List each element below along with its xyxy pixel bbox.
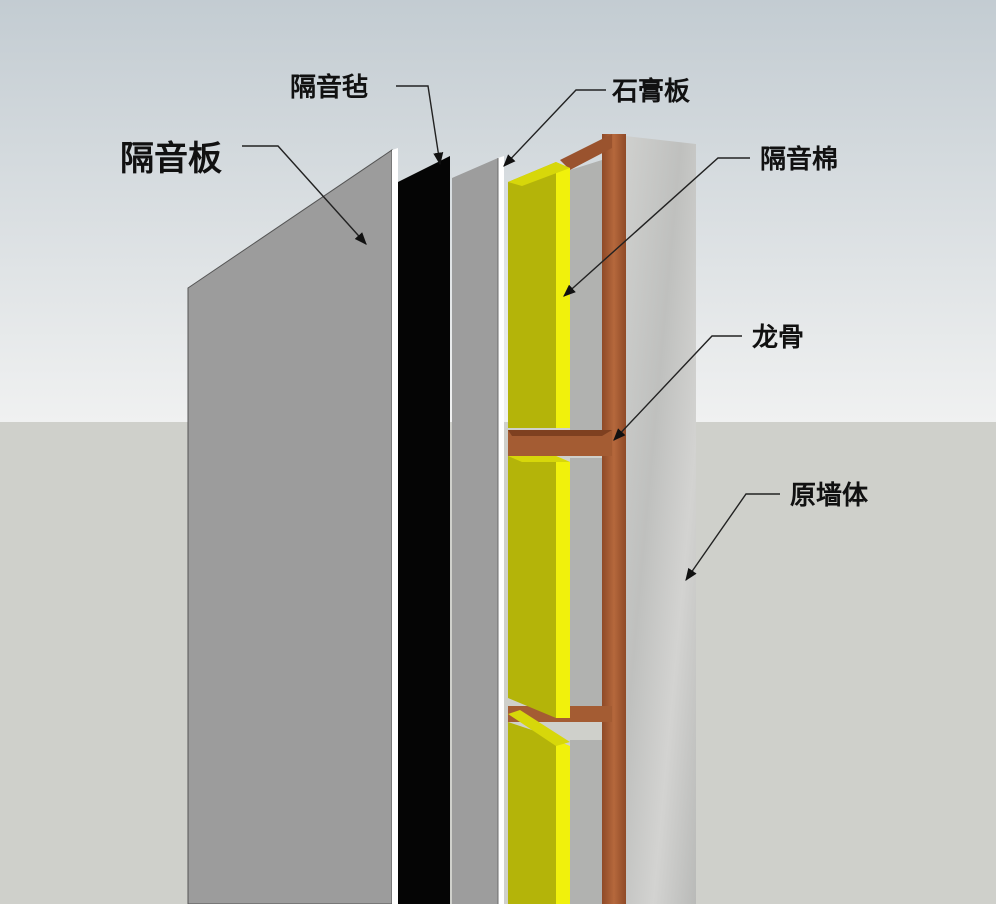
leader-soundproof-board [242,145,367,245]
leader-keel [613,335,742,441]
leader-soundproof-cotton [563,157,750,297]
label-soundproof-felt: 隔音毡 [290,72,368,103]
label-keel: 龙骨 [752,323,804,353]
label-original-wall: 原墙体 [790,481,869,511]
label-soundproof-board: 隔音板 [120,139,222,179]
leader-soundproof-felt [396,85,444,166]
soundproof-board [187,148,398,904]
leader-lines [242,85,780,582]
gypsum-board [452,156,504,904]
soundproof-cotton [508,162,570,904]
leader-original-wall [685,493,780,582]
label-gypsum-board: 石膏板 [611,76,690,107]
leader-gypsum-board [503,89,606,167]
label-soundproof-cotton: 隔音棉 [760,144,838,175]
keel-frame [508,134,626,904]
soundproof-felt [398,156,450,904]
